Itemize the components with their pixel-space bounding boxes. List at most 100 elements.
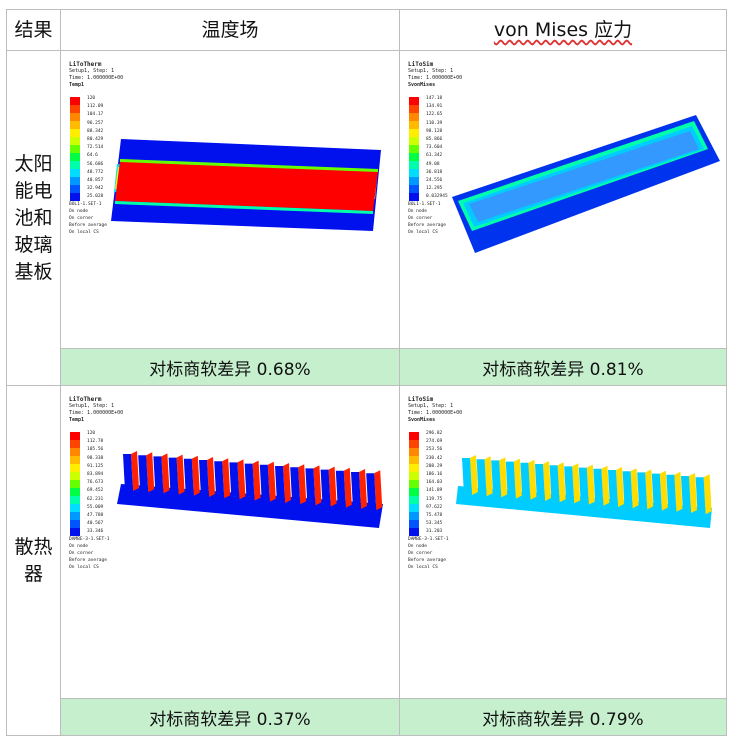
color-legend (70, 432, 80, 536)
result-time: Time: 1.000000E+00 (69, 410, 124, 416)
heatsink-fin-side (616, 467, 624, 507)
heatsink-fin-side (191, 455, 200, 496)
heatsink-fin-face (123, 454, 133, 491)
result-time: Time: 1.000000E+00 (69, 75, 124, 81)
heatsink-fin-side (543, 461, 551, 501)
heatsink-thermal-diff-text: 对标商软差异 0.37% (149, 709, 311, 730)
result-footer-line: DAMBE-3-1.SET-1 (408, 537, 449, 542)
heatsink-fin-side (328, 466, 337, 507)
legend-value: 120 (87, 96, 96, 101)
legend-swatch (70, 121, 80, 129)
result-step: Setup1, Step: 1 (69, 403, 115, 409)
legend-value: 72.514 (87, 145, 104, 151)
legend-value: 31.203 (426, 529, 443, 535)
solar-stress-diff: 对标商软差异 0.81% (399, 348, 727, 386)
heatsink-fin-side (222, 458, 231, 499)
legend-value: 40.857 (87, 177, 104, 183)
legend-swatch (409, 520, 419, 528)
legend-swatch (409, 177, 419, 185)
result-app: LiToTherm (69, 61, 102, 68)
legend-swatch (70, 480, 80, 488)
color-legend (70, 97, 80, 201)
heatsink-fin-face (695, 477, 706, 515)
result-footer-line: Before average (408, 558, 446, 563)
heatsink-fin-side (557, 462, 566, 503)
heatsink-fin-face (290, 467, 301, 505)
heatsink-fin-side (630, 468, 639, 509)
legend-swatch (409, 129, 419, 137)
heatsink-fin-side (513, 458, 522, 499)
color-legend (409, 432, 419, 536)
result-footer-line: On node (408, 209, 427, 214)
row-label-heatsink: 散热 器 (6, 385, 61, 736)
heatsink-thermal-base (117, 484, 383, 528)
solar-plate-edge-top (120, 159, 378, 172)
heatsink-fin-face (259, 464, 270, 502)
heatsink-fin-face (637, 472, 648, 510)
heatsink-fin-side (237, 459, 246, 500)
result-footer-line: On node (69, 544, 88, 549)
legend-swatch (409, 432, 419, 440)
legend-value: 69.452 (87, 488, 104, 494)
heatsink-fin-face (681, 476, 691, 513)
legend-value: 47.788 (87, 512, 104, 518)
heatsink-stress-plot (456, 455, 712, 528)
legend-value: 91.125 (87, 463, 104, 469)
result-footer-line: On corner (69, 216, 94, 221)
legend-swatch (70, 193, 80, 201)
header-von-mises-label: von Mises 应力 (493, 19, 633, 41)
heatsink-fin-face (335, 470, 346, 508)
heatsink-fin-face (320, 469, 331, 507)
legend-value: 105.56 (87, 447, 104, 453)
heatsink-fin-face (168, 457, 179, 495)
legend-value: 147.18 (426, 96, 443, 101)
heatsink-fin-side (252, 460, 261, 501)
result-var: Temp1 (69, 82, 85, 88)
results-table: 结果 温度场 von Mises 应力 太阳 能电 池和 玻璃 基板 LiToT… (6, 9, 727, 736)
legend-value: 55.009 (87, 504, 104, 510)
legend-value: 112.78 (87, 439, 104, 445)
header-von-mises: von Mises 应力 (399, 9, 727, 51)
heatsink-fin-face (651, 473, 662, 511)
heatsink-fin-face (214, 461, 225, 499)
result-footer-line: Before average (408, 223, 446, 228)
legend-swatch (409, 105, 419, 113)
legend-swatch (70, 520, 80, 528)
heatsink-fin-side (161, 453, 170, 494)
heatsink-fin-side (572, 463, 581, 504)
heatsink-stress-diff-text: 对标商软差异 0.79% (482, 709, 644, 730)
legend-swatch (70, 97, 80, 105)
legend-swatch (70, 169, 80, 177)
result-app: LiToTherm (69, 396, 102, 403)
color-legend (409, 97, 419, 201)
result-var: Temp1 (69, 417, 85, 423)
result-footer-line: On local CS (69, 565, 99, 570)
legend-swatch (70, 161, 80, 169)
legend-swatch (409, 512, 419, 520)
heatsink-fin-side (703, 474, 712, 515)
legend-value: 32.942 (87, 186, 104, 192)
legend-value: 119.75 (426, 496, 443, 502)
heatsink-fin-face (608, 470, 618, 507)
heatsink-fin-side (298, 464, 307, 505)
heatsink-fin-face (520, 462, 531, 500)
heatsink-fin-face (462, 458, 472, 495)
result-time: Time: 1.000000E+00 (408, 410, 463, 416)
legend-value: 64.6 (87, 153, 98, 159)
legend-value: 122.65 (426, 112, 443, 118)
row-label-solar-line: 能电 (14, 179, 53, 202)
heatsink-fin-side (674, 471, 683, 512)
result-footer-line: On node (69, 209, 88, 214)
legend-swatch (409, 472, 419, 480)
heatsink-fin-face (275, 466, 285, 503)
result-footer-line: BOL1-1.SET-1 (69, 202, 102, 207)
legend-value: 33.346 (87, 529, 104, 535)
heatsink-fin-face (564, 466, 575, 504)
legend-value: 53.345 (426, 521, 443, 527)
